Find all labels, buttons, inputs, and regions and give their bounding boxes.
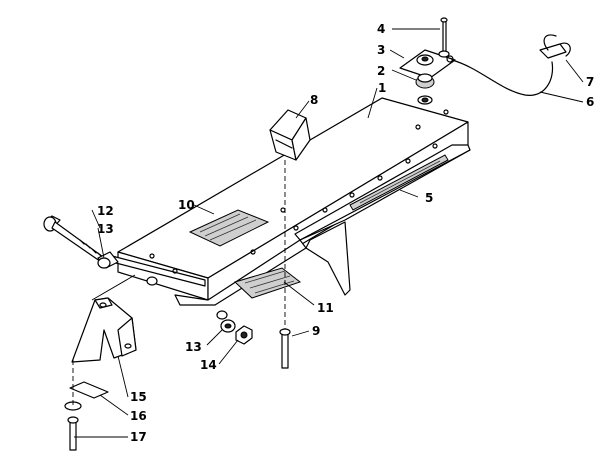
callout-11: 11 <box>317 301 334 315</box>
decal-10 <box>188 209 270 247</box>
nut-14 <box>235 325 253 345</box>
callout-5: 5 <box>425 191 433 205</box>
plate-16 <box>64 381 109 411</box>
bushing-13-bottom <box>220 319 236 333</box>
mount-assembly <box>399 17 456 105</box>
callout-7: 7 <box>586 75 594 89</box>
cable-assembly <box>446 34 571 96</box>
bracket-15 <box>71 274 137 363</box>
callout-3: 3 <box>377 43 385 57</box>
callout-14: 14 <box>200 358 217 372</box>
callout-12: 12 <box>97 204 114 218</box>
screw-17 <box>67 360 79 451</box>
callout-13-bottom: 13 <box>185 340 202 354</box>
callout-1: 1 <box>378 81 386 95</box>
flange-decal <box>349 154 449 211</box>
bolt-12 <box>43 215 111 267</box>
callout-13-top: 13 <box>97 222 114 236</box>
callout-15: 15 <box>130 390 147 404</box>
callout-10: 10 <box>178 198 195 212</box>
callout-2: 2 <box>377 64 385 78</box>
decal-11 <box>234 267 302 299</box>
callout-4: 4 <box>377 22 385 36</box>
callout-8: 8 <box>310 93 318 107</box>
callout-labels: 1 2 3 4 5 6 7 8 9 10 11 12 13 13 14 15 1… <box>97 22 594 444</box>
callout-6: 6 <box>586 95 594 109</box>
clip-8 <box>269 109 311 330</box>
callout-9: 9 <box>312 324 320 338</box>
screw-9 <box>279 328 291 369</box>
bushing-13-top <box>97 251 119 269</box>
callout-17: 17 <box>130 430 147 444</box>
leader-lines <box>74 28 584 438</box>
callout-16: 16 <box>130 409 147 423</box>
